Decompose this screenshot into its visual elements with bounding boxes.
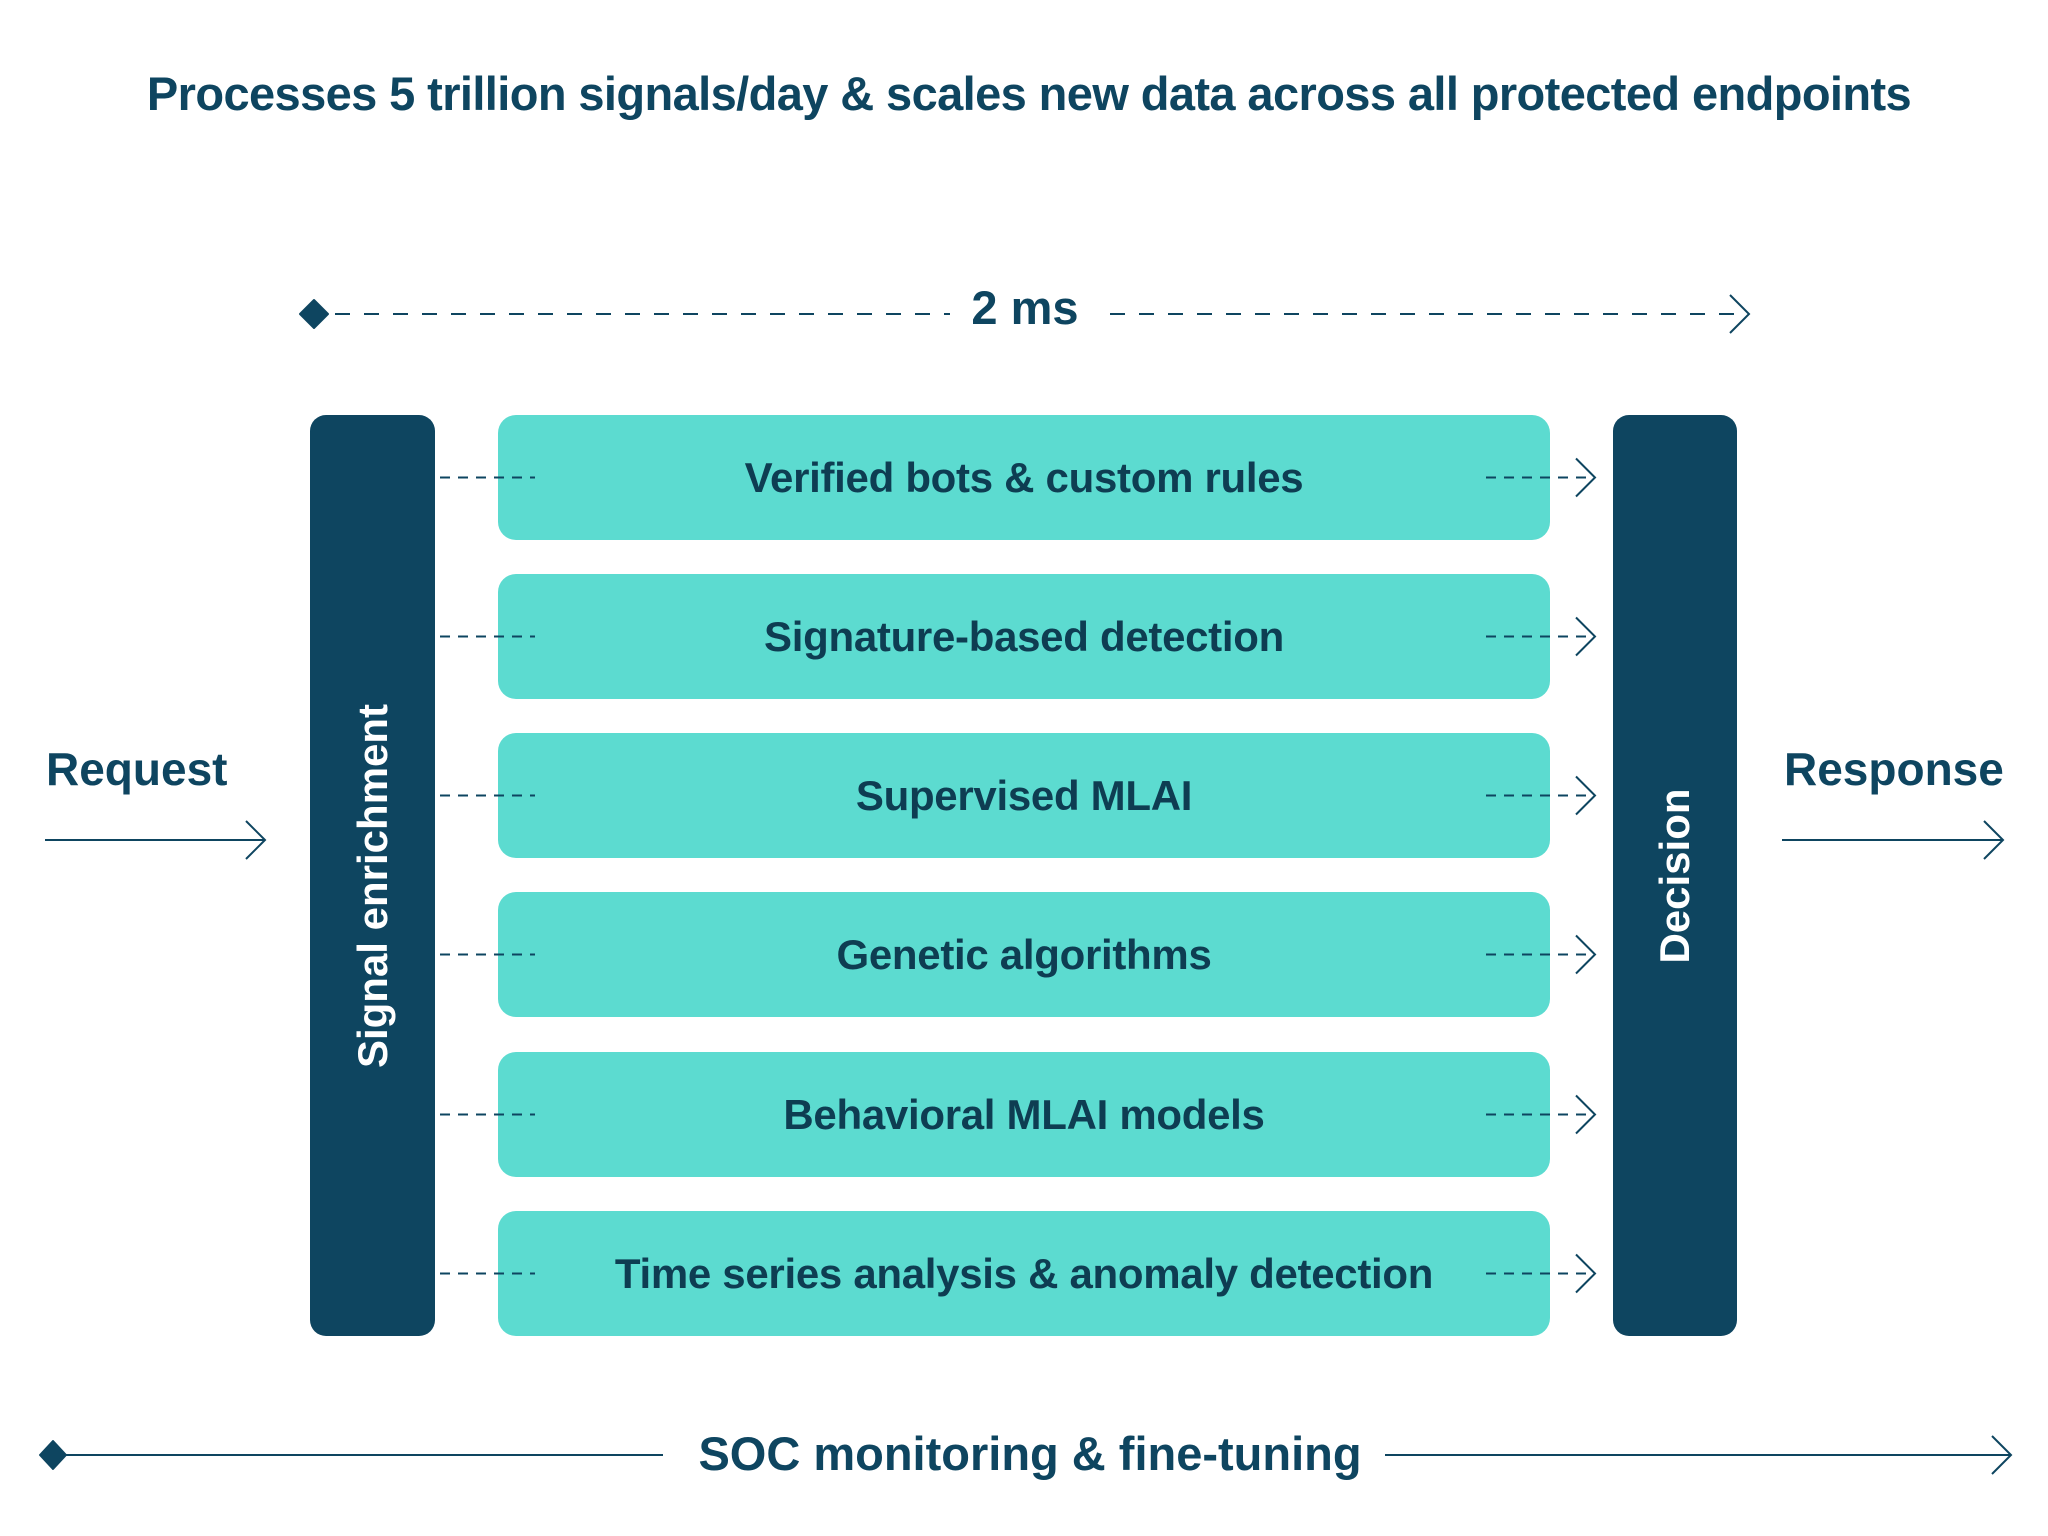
detector-box-signature-based: Signature-based detection bbox=[498, 574, 1550, 699]
arrow-right-icon bbox=[1575, 934, 1597, 975]
arrow-right-icon bbox=[1575, 1094, 1597, 1135]
detector-label: Supervised MLAI bbox=[855, 771, 1193, 819]
arrow-right-icon bbox=[245, 820, 267, 860]
detector-label: Time series analysis & anomaly detection bbox=[614, 1249, 1434, 1297]
detector-box-genetic-algorithms: Genetic algorithms bbox=[498, 892, 1550, 1017]
diamond-icon bbox=[299, 299, 329, 329]
response-arrow bbox=[1782, 820, 2005, 860]
detector-box-supervised-mlai: Supervised MLAI bbox=[498, 733, 1550, 858]
arrow-right-icon bbox=[1575, 775, 1597, 816]
arrow-right-icon bbox=[1575, 1253, 1597, 1294]
soc-monitoring-label: SOC monitoring & fine-tuning bbox=[698, 1427, 1362, 1480]
detector-label: Behavioral MLAI models bbox=[783, 1090, 1265, 1138]
decision-stage: Decision bbox=[1613, 415, 1737, 1336]
detector-label: Verified bots & custom rules bbox=[744, 453, 1304, 501]
soc-span bbox=[39, 1435, 2013, 1475]
diamond-icon bbox=[39, 1440, 67, 1470]
arrow-right-icon bbox=[1575, 457, 1597, 498]
detector-box-verified-bots: Verified bots & custom rules bbox=[498, 415, 1550, 540]
arrow-right-icon bbox=[1991, 1435, 2013, 1475]
arrow-right-icon bbox=[1983, 820, 2005, 860]
signal-enrichment-stage: Signal enrichment bbox=[310, 415, 435, 1336]
detector-box-time-series: Time series analysis & anomaly detection bbox=[498, 1211, 1550, 1336]
request-arrow bbox=[45, 820, 267, 860]
latency-label: 2 ms bbox=[971, 281, 1079, 334]
arrow-right-icon bbox=[1575, 616, 1597, 657]
latency-span bbox=[299, 294, 1751, 334]
request-label: Request bbox=[46, 743, 228, 795]
detector-label: Genetic algorithms bbox=[836, 930, 1212, 978]
diagram-title: Processes 5 trillion signals/day & scale… bbox=[146, 67, 1912, 120]
arrow-right-icon bbox=[1729, 294, 1751, 334]
detector-box-behavioral-mlai: Behavioral MLAI models bbox=[498, 1052, 1550, 1177]
detector-label: Signature-based detection bbox=[764, 612, 1284, 660]
response-label: Response bbox=[1784, 743, 2004, 795]
